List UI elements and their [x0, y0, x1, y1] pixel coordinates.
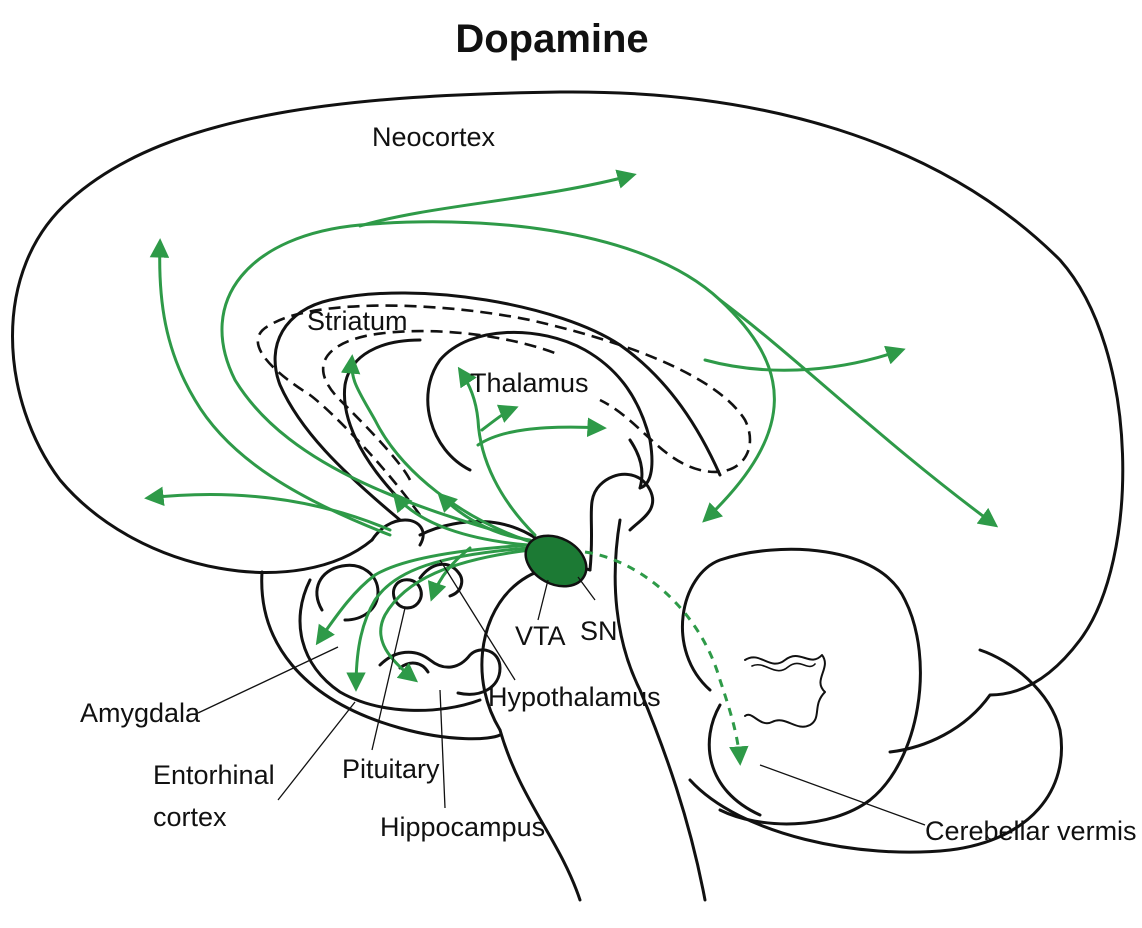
label-hypothalamus: Hypothalamus: [488, 682, 661, 712]
pathway-amygdala: [318, 545, 530, 642]
leader-hypothalamus: [440, 560, 515, 680]
label-entorhinal-line1: Entorhinal: [153, 760, 275, 790]
label-vta: VTA: [515, 621, 566, 651]
pathway-frontal-forward: [148, 495, 390, 530]
label-amygdala: Amygdala: [80, 698, 201, 728]
diagram-title: Dopamine: [455, 17, 648, 61]
label-entorhinal-line2: cortex: [153, 802, 227, 832]
inner-temporal-outline: [300, 580, 480, 710]
striatum-dashed-inner: [323, 331, 560, 480]
leader-vta: [538, 580, 548, 620]
cerebellum-inner: [709, 705, 760, 815]
striatum-dashed-outline: [258, 306, 750, 515]
pathway-cerebellar-vermis: [585, 552, 740, 762]
leader-entorhinal: [278, 702, 355, 800]
pathway-thalamus-lateral: [478, 427, 603, 445]
label-striatum: Striatum: [307, 306, 408, 336]
label-sn: SN: [580, 616, 618, 646]
label-cerebellar-vermis: Cerebellar vermis: [925, 816, 1137, 846]
vta-sn-nucleus: [517, 526, 595, 597]
cerebrum-outline: [13, 92, 1123, 752]
pons-outline: [590, 474, 653, 570]
cerebellum-outline: [682, 549, 920, 824]
label-pituitary: Pituitary: [342, 754, 440, 784]
leader-amygdala: [198, 647, 338, 713]
thalamus-inner: [630, 440, 642, 488]
pathway-posterior-cortex: [720, 300, 995, 525]
dopamine-pathways: [148, 175, 995, 762]
region-labels: Neocortex Striatum Thalamus VTA SN Amygd…: [80, 122, 1137, 846]
pathway-upper-cortex: [360, 175, 633, 226]
label-neocortex: Neocortex: [372, 122, 496, 152]
leader-sn: [578, 577, 595, 600]
vermis-folia-inner: [752, 663, 815, 670]
label-thalamus: Thalamus: [470, 368, 589, 398]
label-hippocampus: Hippocampus: [380, 812, 545, 842]
pathway-thalamus-short: [482, 408, 515, 430]
pathway-frontal-up: [160, 242, 390, 535]
